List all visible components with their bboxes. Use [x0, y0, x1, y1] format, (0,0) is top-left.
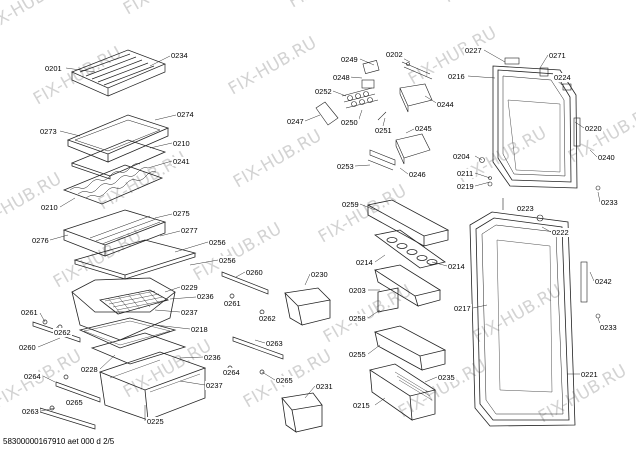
- part-label: 0244: [436, 100, 455, 109]
- part-small-bins: [281, 287, 331, 433]
- part-wavy-panel: [62, 163, 164, 205]
- part-label: 0262: [53, 328, 72, 337]
- part-label: 0273: [39, 127, 58, 136]
- part-label: 0201: [44, 64, 63, 73]
- part-label: 0214: [355, 258, 374, 267]
- part-label: 0265: [65, 398, 84, 407]
- part-label: 0260: [18, 343, 37, 352]
- part-glass-cover: [73, 239, 197, 280]
- part-label: 0204: [452, 152, 471, 161]
- part-label: 0256: [208, 238, 227, 247]
- part-door-shelf: [366, 199, 450, 269]
- part-tray: [78, 317, 187, 365]
- part-label: 0203: [348, 286, 367, 295]
- part-label: 0258: [348, 314, 367, 323]
- part-label: 0262: [258, 314, 277, 323]
- part-label: 0237: [180, 308, 199, 317]
- part-label: 0275: [172, 209, 191, 218]
- part-label: 0264: [23, 372, 42, 381]
- part-label: 0214: [447, 262, 466, 271]
- part-label: 0236: [196, 292, 215, 301]
- part-label: 0247: [286, 117, 305, 126]
- part-label: 0274: [176, 110, 195, 119]
- part-label: 0250: [340, 118, 359, 127]
- part-label: 0260: [245, 268, 264, 277]
- part-label: 0263: [265, 339, 284, 348]
- part-label: 0246: [408, 170, 427, 179]
- part-lower-drawer: [98, 351, 207, 421]
- part-crisper-frame: [62, 209, 167, 257]
- part-label: 0231: [315, 382, 334, 391]
- leader-lines: [37, 49, 602, 421]
- part-label: 0242: [594, 277, 613, 286]
- part-label: 0245: [414, 124, 433, 133]
- part-label: 0202: [385, 50, 404, 59]
- part-label: 0210: [40, 203, 59, 212]
- part-fridge-door: [469, 211, 588, 427]
- part-label: 0220: [584, 124, 603, 133]
- part-label: 0255: [348, 350, 367, 359]
- part-label: 0217: [453, 304, 472, 313]
- part-label: 0261: [223, 299, 242, 308]
- part-label: 0225: [146, 417, 165, 426]
- part-label: 0210: [172, 139, 191, 148]
- part-label: 0276: [31, 236, 50, 245]
- part-freezer-drawer: [71, 277, 176, 341]
- part-label: 0222: [551, 228, 570, 237]
- part-label: 0224: [553, 73, 572, 82]
- part-label: 0256: [218, 256, 237, 265]
- part-label: 0277: [180, 226, 199, 235]
- part-label: 0228: [80, 365, 99, 374]
- document-footer: 58300000167910 aet 000 d 2/5: [3, 437, 115, 446]
- part-label: 0233: [599, 323, 618, 332]
- part-door-bins: [369, 264, 447, 421]
- part-label: 0251: [374, 126, 393, 135]
- part-runners-right: [221, 271, 284, 375]
- part-egg-trays: [315, 59, 433, 171]
- part-label: 0234: [170, 51, 189, 60]
- part-label: 0218: [190, 325, 209, 334]
- part-label: 0271: [548, 51, 567, 60]
- part-label: 0253: [336, 162, 355, 171]
- part-label: 0219: [456, 182, 475, 191]
- part-label: 0264: [222, 368, 241, 377]
- part-label: 0263: [21, 407, 40, 416]
- part-label: 0237: [205, 381, 224, 390]
- part-label: 0261: [20, 308, 39, 317]
- part-label: 0236: [203, 353, 222, 362]
- part-label: 0216: [447, 72, 466, 81]
- part-top-cover: [71, 49, 166, 97]
- part-label: 0249: [340, 55, 359, 64]
- part-label: 0227: [464, 46, 483, 55]
- part-label: 0233: [600, 198, 619, 207]
- part-label: 0230: [310, 270, 329, 279]
- part-label: 0215: [352, 401, 371, 410]
- part-screws: [479, 157, 601, 319]
- part-label: 0241: [172, 157, 191, 166]
- part-label: 0235: [437, 373, 456, 382]
- part-label: 0252: [314, 87, 333, 96]
- part-glass-shelf: [70, 139, 167, 180]
- part-label: 0221: [580, 370, 599, 379]
- part-label: 0211: [456, 169, 475, 178]
- part-label: 0248: [332, 73, 351, 82]
- part-label: 0229: [180, 283, 199, 292]
- part-label: 0240: [597, 153, 616, 162]
- part-label: 0265: [275, 376, 294, 385]
- part-shelf-frame: [66, 114, 170, 163]
- part-label: 0223: [516, 204, 535, 213]
- part-label: 0259: [341, 200, 360, 209]
